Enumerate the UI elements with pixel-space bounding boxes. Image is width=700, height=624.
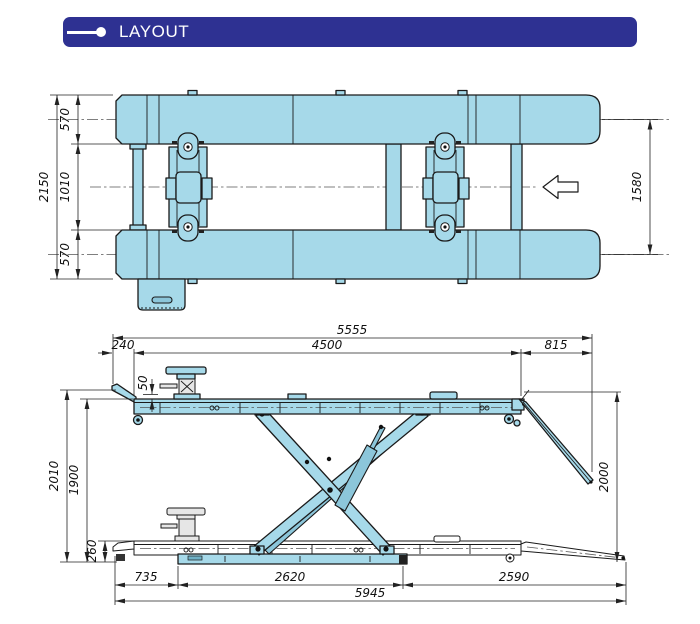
scissor-housing-rear bbox=[422, 132, 470, 242]
cross-tube-middle bbox=[385, 143, 402, 231]
cross-tube-front bbox=[132, 143, 144, 231]
dim-label-step: 50 bbox=[136, 375, 150, 391]
dim-label-total-width: 2150 bbox=[37, 171, 51, 202]
dim-label-front-lip: 240 bbox=[112, 338, 135, 352]
platform-lowered bbox=[112, 507, 626, 563]
dim-label-base-rear: 2590 bbox=[499, 570, 530, 584]
cross-tube-bracket bbox=[129, 143, 147, 150]
page-title: LAYOUT bbox=[119, 22, 190, 41]
dim-label-height-platform: 1900 bbox=[67, 464, 81, 495]
dim-label-base-frame: 2620 bbox=[275, 570, 306, 584]
dim-side-right: 2000 bbox=[524, 391, 621, 562]
dim-label-track-centers: 1580 bbox=[630, 171, 644, 202]
platform-raised bbox=[111, 366, 594, 485]
scissor-housing-front bbox=[165, 132, 213, 242]
center-pivot-pin bbox=[327, 487, 333, 493]
ramp-lowered bbox=[520, 541, 626, 561]
banner-rule-line bbox=[67, 30, 97, 34]
dim-label-footprint: 5945 bbox=[355, 586, 386, 600]
front-roller-lowered bbox=[116, 554, 125, 561]
base-frame bbox=[177, 553, 408, 565]
dim-step-50: 50 bbox=[136, 375, 158, 412]
dim-side-left: 2010 1900 260 bbox=[47, 389, 133, 562]
rail-pad bbox=[287, 393, 307, 400]
jack-lowered bbox=[160, 507, 206, 542]
section-banner: LAYOUT bbox=[63, 17, 637, 47]
runway-top bbox=[115, 94, 601, 145]
runway-bottom bbox=[115, 229, 601, 280]
dim-label-inner-clearance: 1010 bbox=[58, 171, 72, 202]
dim-plan-right: 1580 bbox=[602, 119, 658, 255]
dim-label-runway-top: 570 bbox=[58, 108, 72, 131]
wheel-stop-lowered bbox=[433, 535, 461, 543]
dim-label-base-front: 735 bbox=[135, 570, 158, 584]
dim-plan-left: 2150 570 1010 570 bbox=[37, 94, 131, 280]
cross-tube-bracket bbox=[129, 224, 147, 231]
plan-view: 2150 570 1010 570 1580 bbox=[37, 89, 672, 311]
dim-label-height-min: 260 bbox=[85, 539, 99, 562]
runway-rail-side bbox=[133, 398, 522, 415]
dim-side-top: 5555 240 4500 815 bbox=[98, 323, 593, 472]
side-view: 5555 240 4500 815 50 2 bbox=[47, 323, 627, 605]
dim-label-overall-length: 5555 bbox=[337, 323, 368, 337]
cross-tube-rear bbox=[510, 143, 523, 231]
rail-ticks bbox=[159, 403, 481, 413]
runway-seams bbox=[146, 95, 521, 279]
drive-direction-arrow-icon bbox=[542, 174, 579, 200]
hydraulic-cylinder bbox=[334, 444, 378, 512]
dim-label-rear-gap: 815 bbox=[545, 338, 568, 352]
dim-label-runway-bottom: 570 bbox=[58, 243, 72, 266]
power-unit-box bbox=[137, 278, 186, 311]
scissor-mechanism bbox=[249, 407, 431, 556]
dim-side-bottom: 735 2620 2590 5945 bbox=[114, 556, 627, 605]
bullet-dot-icon bbox=[96, 27, 106, 37]
runway-lugs bbox=[187, 89, 468, 285]
wheel-stop bbox=[429, 391, 458, 400]
dim-label-height-overall: 2010 bbox=[47, 460, 61, 491]
approach-flap bbox=[111, 383, 137, 404]
dim-label-platform-length: 4500 bbox=[312, 338, 343, 352]
dim-label-height-rear: 2000 bbox=[597, 461, 611, 492]
jack-raised bbox=[159, 366, 207, 400]
